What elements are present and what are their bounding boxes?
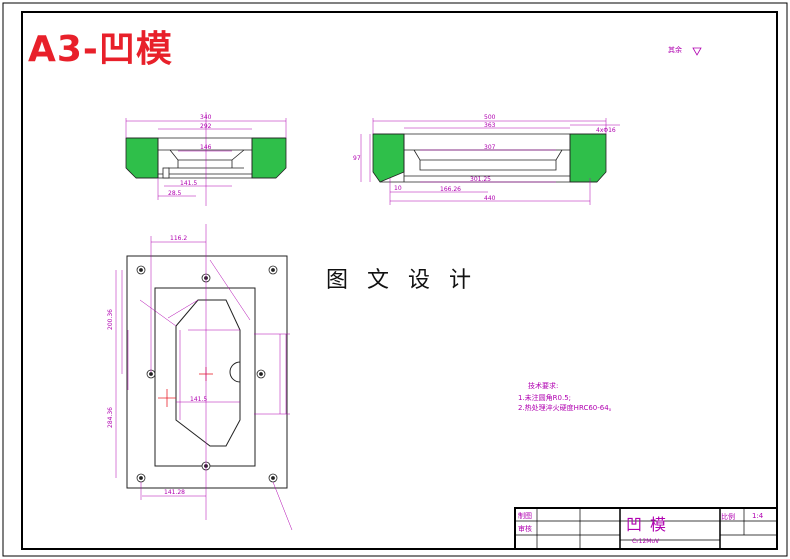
dim-200-36: 200.36 — [107, 309, 114, 330]
dim-166-26: 166.26 — [440, 186, 461, 193]
dim-97: 97 — [353, 155, 361, 162]
dim-28-5: 28.5 — [168, 190, 182, 197]
title-block-draw-label: 制图 — [518, 512, 532, 520]
roughness-note: 其余 — [668, 46, 682, 54]
die-cavity — [175, 299, 241, 447]
dim-141-5-plan: 141.5 — [190, 396, 207, 403]
dim-292: 292 — [200, 123, 212, 130]
plan-view: 116.2 200.36 284.36 141.28 141.5 — [107, 224, 293, 531]
dim-363: 363 — [484, 122, 496, 129]
dim-284-36: 284.36 — [107, 407, 114, 428]
dim-141-28: 141.28 — [164, 489, 185, 496]
tech-requirements-heading: 技术要求: — [528, 382, 559, 390]
dim-146: 146 — [200, 144, 212, 151]
sheet-title: A3-凹模 — [28, 29, 173, 70]
dim-307: 307 — [484, 144, 496, 151]
dim-500: 500 — [484, 114, 496, 121]
right-section-view: 500 363 307 301.25 166.26 440 97 10 4xΦ1… — [353, 114, 620, 205]
part-name: 凹模 — [626, 515, 675, 534]
right-section-fill-left — [372, 133, 405, 183]
title-block — [514, 507, 778, 550]
dim-116-2: 116.2 — [170, 235, 187, 242]
right-section-fill-right — [569, 133, 607, 183]
left-section-fill-left — [125, 137, 159, 179]
title-block-check-label: 审核 — [518, 525, 532, 533]
left-section-bore — [162, 167, 170, 179]
tech-requirement-1: 1.未注圆角R0.5; — [518, 394, 572, 402]
inner-border — [21, 11, 778, 550]
scale-label: 比例 — [721, 513, 735, 521]
plate-outline — [126, 255, 288, 489]
tech-requirement-2: 2.热处理淬火硬度HRC60-64。 — [518, 404, 616, 412]
dim-340: 340 — [200, 114, 212, 121]
watermark-text: 图 文 设 计 — [326, 268, 477, 293]
dim-141-5: 141.5 — [180, 180, 197, 187]
dim-10: 10 — [394, 185, 402, 192]
dim-301-25: 301.25 — [470, 176, 491, 183]
roughness-symbol-icon — [692, 47, 702, 56]
dim-440: 440 — [484, 195, 496, 202]
dim-4xphi16: 4xΦ16 — [596, 127, 616, 134]
scale-value: 1:4 — [752, 512, 764, 520]
cavity-notch — [229, 361, 241, 383]
left-section-fill-right — [251, 137, 287, 179]
left-section-view: 340 292 146 141.5 28.5 — [125, 112, 287, 206]
material-label: Cr12MoV — [632, 538, 660, 545]
